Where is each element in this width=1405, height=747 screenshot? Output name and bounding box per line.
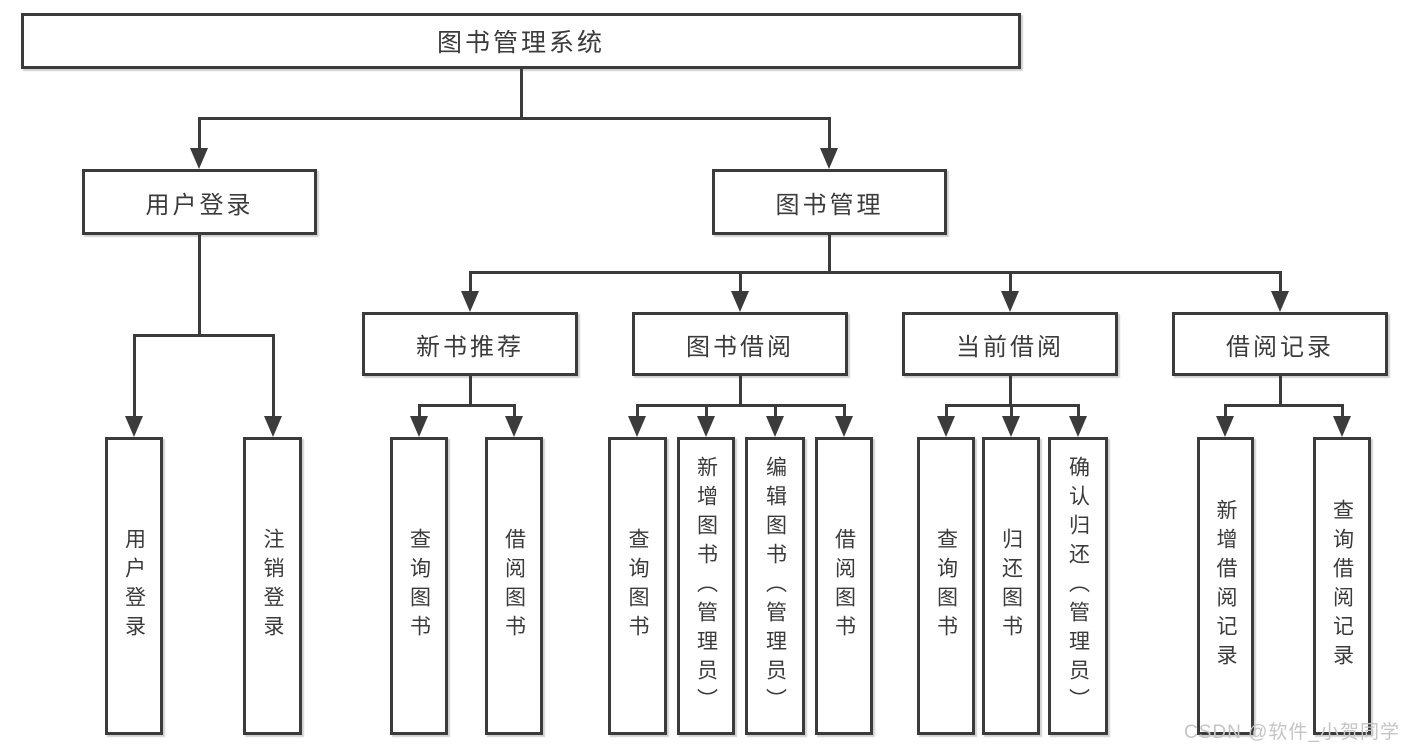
leaf-br-query-borrow-record-label: 查询借阅记录 — [1330, 499, 1354, 673]
connector-drop — [1077, 405, 1080, 419]
leaf-bb-add-book-admin-label: 新增图书（管理员） — [694, 455, 718, 717]
connector-drop — [418, 405, 421, 419]
connector-drop — [1009, 272, 1012, 294]
connector-drop — [1010, 405, 1013, 419]
arrow-down-icon — [628, 416, 646, 437]
arrow-down-icon — [1333, 416, 1351, 437]
connector-stem — [739, 376, 742, 405]
connector-drop — [828, 118, 831, 151]
arrow-down-icon — [410, 416, 428, 437]
leaf-nbr-query-books-label: 查询图书 — [407, 528, 431, 644]
connector-bar — [133, 334, 275, 337]
arrow-down-icon — [1001, 291, 1019, 312]
leaf-bb-borrow-books-label: 借阅图书 — [832, 528, 856, 644]
arrow-down-icon — [766, 416, 784, 437]
connector-stem — [828, 235, 831, 272]
connector-bar — [198, 117, 831, 120]
arrow-down-icon — [190, 148, 208, 169]
connector-stem — [469, 376, 472, 405]
arrow-down-icon — [697, 416, 715, 437]
arrow-down-icon — [264, 416, 282, 437]
node-book-management: 图书管理 — [712, 169, 947, 235]
connector-stem — [520, 69, 523, 118]
connector-drop — [945, 405, 948, 419]
connector-bar — [636, 404, 846, 407]
node-book-borrowing: 图书借阅 — [632, 312, 848, 376]
leaf-bb-edit-book-admin: 编辑图书（管理员） — [745, 437, 805, 735]
arrow-down-icon — [1069, 416, 1087, 437]
arrow-down-icon — [505, 416, 523, 437]
leaf-br-query-borrow-record: 查询借阅记录 — [1313, 437, 1371, 735]
arrow-down-icon — [835, 416, 853, 437]
connector-drop — [774, 405, 777, 419]
leaf-br-add-borrow-record: 新增借阅记录 — [1197, 437, 1254, 735]
leaf-cb-confirm-return-admin: 确认归还（管理员） — [1048, 437, 1108, 735]
leaf-logout: 注销登录 — [243, 437, 302, 735]
node-new-book-recommendation: 新书推荐 — [362, 312, 578, 376]
connector-drop — [133, 335, 136, 419]
leaf-cb-confirm-return-admin-label: 确认归还（管理员） — [1066, 455, 1090, 717]
leaf-logout-label: 注销登录 — [261, 528, 284, 644]
node-borrowing-records: 借阅记录 — [1172, 312, 1388, 376]
connector-bar — [418, 404, 516, 407]
leaf-br-add-borrow-record-label: 新增借阅记录 — [1214, 499, 1237, 673]
leaf-bb-edit-book-admin-label: 编辑图书（管理员） — [763, 455, 787, 717]
leaf-cb-return-books-label: 归还图书 — [999, 528, 1023, 644]
leaf-bb-query-books: 查询图书 — [608, 437, 667, 735]
connector-drop — [636, 405, 639, 419]
arrow-down-icon — [1271, 291, 1289, 312]
arrow-down-icon — [1002, 416, 1020, 437]
connector-drop — [272, 335, 275, 419]
leaf-bb-borrow-books: 借阅图书 — [815, 437, 873, 735]
connector-drop — [843, 405, 846, 419]
connector-stem — [198, 235, 201, 335]
connector-drop — [705, 405, 708, 419]
leaf-user-login-label: 用户登录 — [122, 528, 146, 644]
watermark: CSDN @软件_小贺同学 — [1184, 722, 1400, 743]
leaf-cb-query-books-label: 查询图书 — [934, 528, 958, 644]
leaf-user-login: 用户登录 — [105, 437, 163, 735]
leaf-bb-query-books-label: 查询图书 — [626, 528, 649, 644]
node-library-management-system: 图书管理系统 — [21, 13, 1021, 69]
leaf-nbr-borrow-books: 借阅图书 — [485, 437, 543, 735]
connector-stem — [1009, 376, 1012, 405]
node-current-borrowing: 当前借阅 — [902, 312, 1118, 376]
connector-drop — [469, 272, 472, 294]
leaf-nbr-borrow-books-label: 借阅图书 — [502, 528, 526, 644]
arrow-down-icon — [461, 291, 479, 312]
connector-drop — [513, 405, 516, 419]
leaf-cb-query-books: 查询图书 — [917, 437, 975, 735]
arrow-down-icon — [937, 416, 955, 437]
leaf-bb-add-book-admin: 新增图书（管理员） — [677, 437, 735, 735]
arrow-down-icon — [125, 416, 143, 437]
arrow-down-icon — [820, 148, 838, 169]
connector-drop — [1224, 405, 1227, 419]
leaf-cb-return-books: 归还图书 — [982, 437, 1040, 735]
connector-drop — [739, 272, 742, 294]
arrow-down-icon — [731, 291, 749, 312]
node-user-login: 用户登录 — [82, 169, 317, 235]
connector-drop — [198, 118, 201, 151]
leaf-nbr-query-books: 查询图书 — [390, 437, 448, 735]
connector-stem — [1279, 376, 1282, 405]
connector-drop — [1341, 405, 1344, 419]
connector-bar — [469, 271, 1282, 274]
connector-bar — [1224, 404, 1344, 407]
arrow-down-icon — [1216, 416, 1234, 437]
connector-drop — [1279, 272, 1282, 294]
